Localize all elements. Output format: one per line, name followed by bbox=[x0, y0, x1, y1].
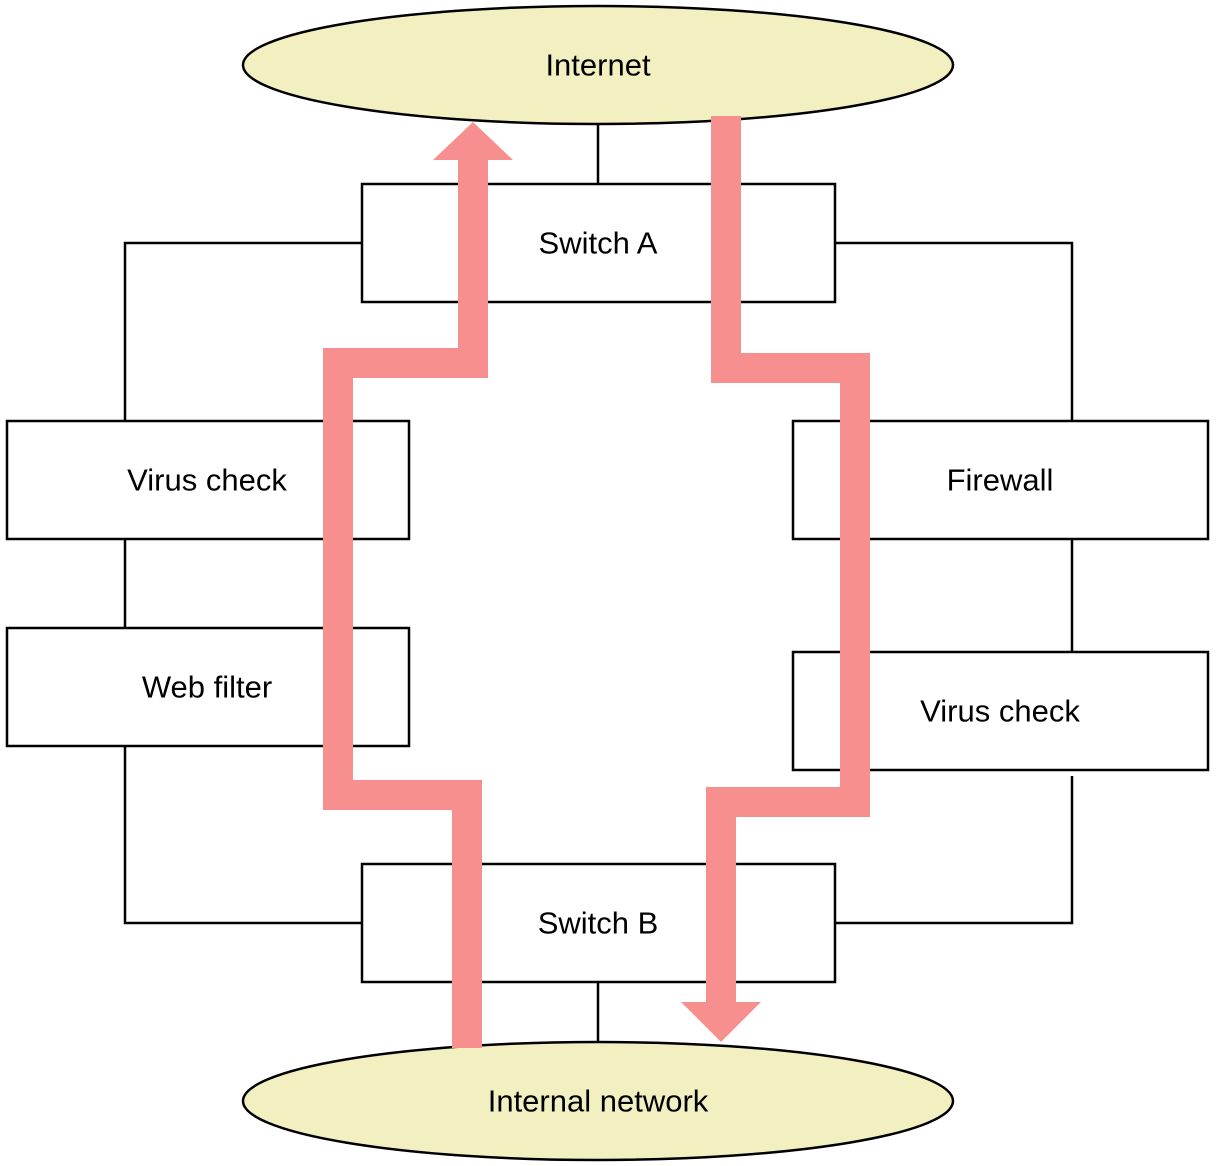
link-web-filter-switch-b bbox=[123, 746, 362, 925]
virus-check-left-label: Virus check bbox=[127, 463, 287, 498]
switch-b-box bbox=[360, 862, 837, 984]
switch-b-label: Switch B bbox=[538, 906, 659, 941]
link-virus-check-right-switch-b bbox=[835, 776, 1074, 925]
virus-check-right-label: Virus check bbox=[920, 694, 1080, 729]
internal-network-ellipse bbox=[241, 1040, 955, 1162]
link-switch-a-firewall bbox=[835, 241, 1074, 421]
web-filter-label: Web filter bbox=[142, 670, 272, 705]
switch-a-label: Switch A bbox=[539, 226, 658, 261]
internet-node: Internet bbox=[241, 4, 955, 126]
internet-ellipse bbox=[241, 4, 955, 126]
inbound-arrowhead bbox=[681, 1002, 761, 1042]
outbound-flow-arrow bbox=[323, 122, 513, 1048]
firewall-label: Firewall bbox=[947, 463, 1054, 498]
outbound-flow-path bbox=[323, 155, 488, 1048]
inbound-flow-path bbox=[706, 116, 870, 1008]
internal-network-node: Internal network bbox=[241, 1040, 955, 1162]
switch-a-node: Switch A bbox=[360, 182, 837, 304]
switch-a-box bbox=[360, 182, 837, 304]
inbound-flow-arrow bbox=[681, 116, 870, 1042]
outbound-arrowhead bbox=[433, 122, 513, 160]
connections bbox=[123, 124, 1074, 1042]
switch-b-node: Switch B bbox=[360, 862, 837, 984]
traffic-flows bbox=[323, 116, 870, 1048]
internal-network-label: Internal network bbox=[488, 1084, 709, 1119]
internet-label: Internet bbox=[545, 48, 651, 83]
link-switch-a-virus-check-left bbox=[123, 241, 362, 421]
